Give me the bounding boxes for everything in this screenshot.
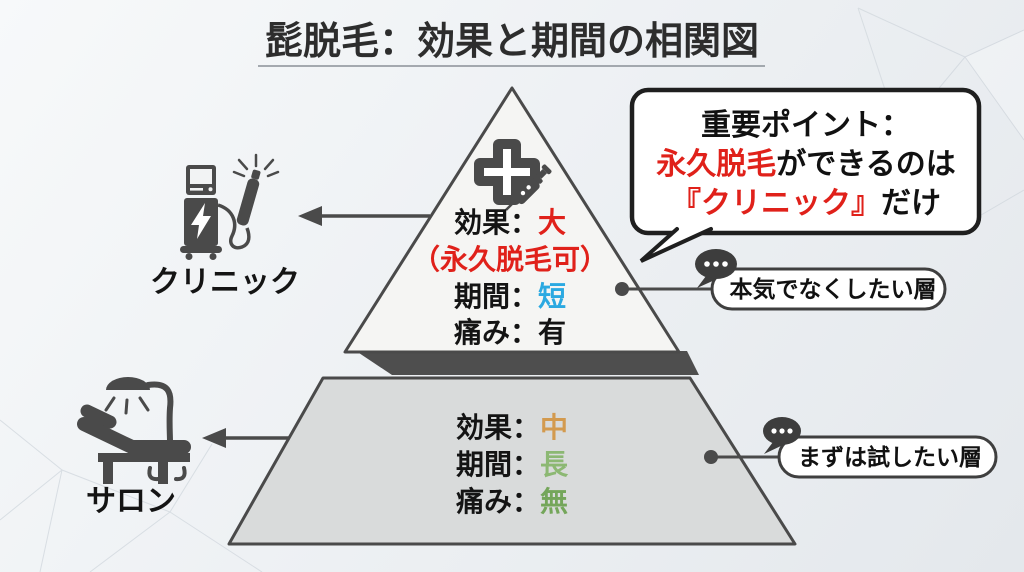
salon-audience-text: まずは試したい層	[798, 444, 982, 470]
callout-line2: 永久脱毛ができるのは	[656, 147, 955, 181]
salon-pain-value: 無	[540, 486, 568, 517]
clinic-period-row: 期間：短	[454, 281, 566, 312]
clinic-label: クリニック	[150, 266, 300, 299]
clinic-arrow	[298, 206, 430, 226]
pyramid-bottom-tier	[227, 376, 797, 546]
callout-line2-highlight: 永久脱毛	[656, 148, 776, 181]
page-title: 髭脱毛：効果と期間の相関図	[265, 21, 759, 63]
callout-line1: 重要ポイント：	[701, 109, 911, 142]
chat-bubble-icon	[763, 417, 801, 454]
clinic-period-value: 短	[538, 281, 566, 312]
pyramid-top-tier	[343, 86, 681, 354]
callout-line3-rest: だけ	[881, 187, 941, 220]
salon-period-row: 期間：長	[456, 449, 569, 480]
callout-line2-rest: ができるのは	[776, 147, 955, 181]
clinic-effect-note: （永久脱毛可）	[412, 243, 608, 275]
callout-tail	[639, 227, 713, 263]
spark-rays-icon	[232, 153, 280, 178]
clinic-audience-connector	[615, 282, 714, 296]
clinic-effect-value: 大	[538, 207, 566, 238]
salon-arrow	[202, 428, 289, 448]
syringe-icon	[505, 164, 552, 211]
callout-line3: 『クリニック』だけ	[671, 187, 941, 220]
treatment-bed-icon	[77, 377, 191, 484]
clinic-audience-text: 本気でなくしたい層	[730, 276, 937, 302]
salon-audience-connector	[704, 450, 782, 464]
salon-pain-row: 痛み：無	[456, 485, 568, 517]
important-point-callout: 重要ポイント： 永久脱毛ができるのは 『クリニック』だけ	[629, 87, 982, 263]
callout-line3-highlight: 『クリニック』	[671, 187, 881, 220]
salon-period-label: 期間：	[456, 449, 540, 480]
clinic-pain-row: 痛み：有	[454, 316, 566, 348]
laser-machine-icon	[180, 153, 280, 260]
salon-pain-label: 痛み：	[456, 485, 540, 517]
chat-bubble-icon	[695, 249, 737, 288]
salon-effect-value: 中	[540, 412, 568, 443]
salon-effect-label: 効果：	[456, 411, 540, 443]
clinic-effect-label: 効果：	[454, 206, 538, 238]
clinic-pain-label: 痛み：	[454, 316, 538, 348]
clinic-effect-row: 効果：大	[454, 206, 566, 238]
clinic-audience-bubble: 本気でなくしたい層	[695, 249, 947, 311]
pyramid-separator-band	[356, 351, 699, 375]
medical-cross-icon	[474, 139, 540, 205]
salon-audience-bubble: まずは試したい層	[763, 417, 998, 479]
salon-period-value: 長	[540, 449, 569, 480]
clinic-period-label: 期間：	[454, 281, 538, 312]
clinic-pain-value: 有	[538, 317, 566, 348]
salon-effect-row: 効果：中	[456, 411, 568, 443]
salon-label: サロン	[86, 485, 176, 518]
